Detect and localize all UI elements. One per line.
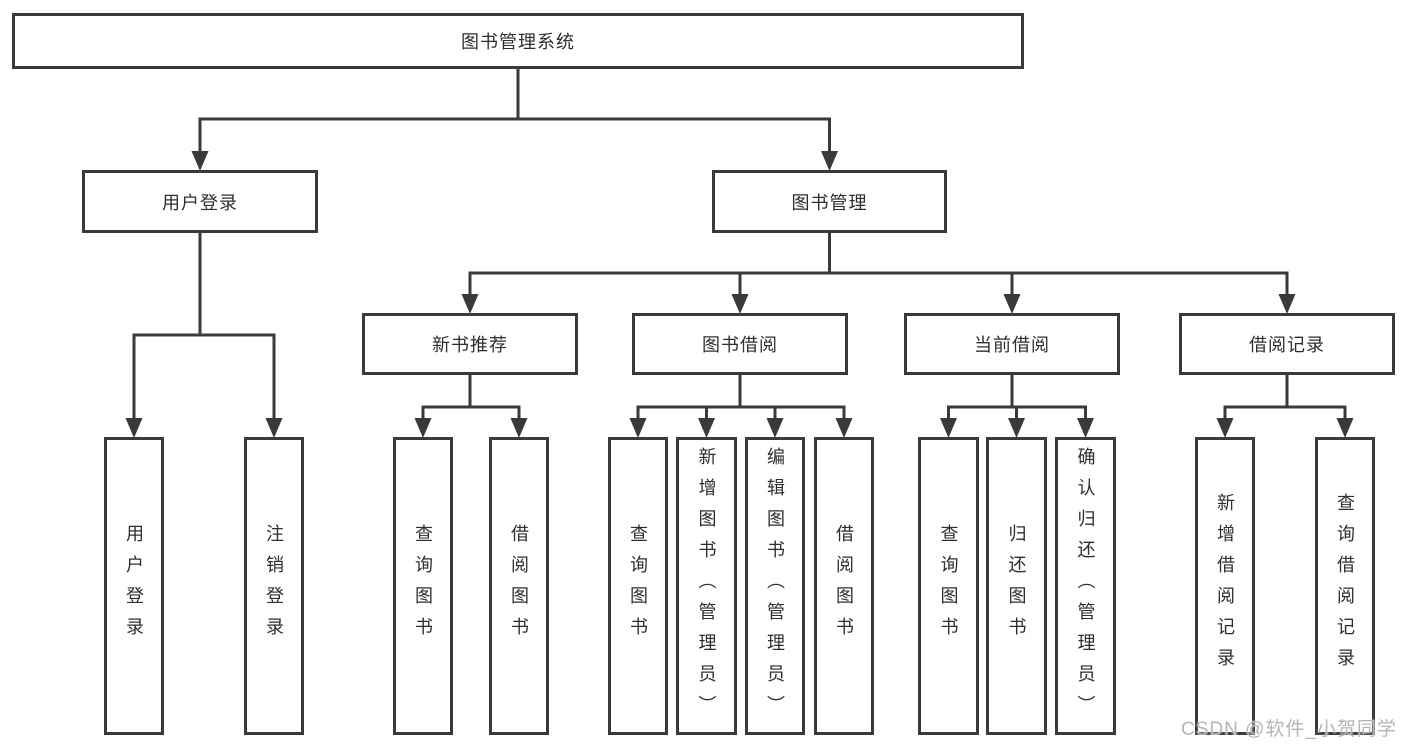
arrowhead-down-icon — [766, 418, 784, 438]
node-book-borrow: 图书借阅 — [632, 313, 848, 375]
node-label: 编辑图书（管理员） — [765, 446, 785, 726]
node-leaf-cb-return: 归还图书 — [986, 437, 1047, 735]
connector-book-mgmt — [461, 233, 1296, 314]
connector-current-borrow — [940, 375, 1094, 438]
node-label: 查询借阅记录 — [1335, 493, 1355, 679]
node-label: 新增借阅记录 — [1215, 493, 1235, 679]
node-leaf-br-query: 查询借阅记录 — [1315, 437, 1375, 735]
node-label: 用户登录 — [124, 524, 144, 648]
node-leaf-br-add: 新增借阅记录 — [1195, 437, 1255, 735]
node-label: 图书管理系统 — [461, 32, 575, 52]
arrowhead-down-icon — [265, 418, 283, 438]
arrowhead-down-icon — [414, 418, 432, 438]
arrowhead-down-icon — [821, 151, 838, 171]
node-label: 注销登录 — [264, 524, 284, 648]
watermark: CSDN @软件_小贺同学 — [1181, 719, 1397, 740]
node-new-book-rec: 新书推荐 — [362, 313, 578, 375]
node-label: 新增图书（管理员） — [696, 446, 717, 726]
connector-borrow-record — [1216, 375, 1354, 438]
arrowhead-down-icon — [835, 418, 853, 438]
node-label: 新书推荐 — [432, 335, 508, 355]
node-leaf-bb-add: 新增图书（管理员） — [676, 437, 737, 735]
node-leaf-bb-edit: 编辑图书（管理员） — [745, 437, 805, 735]
node-leaf-nr-query: 查询图书 — [393, 437, 453, 735]
node-label: 查询图书 — [938, 524, 959, 648]
arrowhead-down-icon — [125, 418, 143, 438]
arrowhead-down-icon — [940, 418, 957, 438]
arrowhead-down-icon — [1003, 294, 1021, 314]
arrowhead-down-icon — [1216, 418, 1234, 438]
arrowhead-down-icon — [461, 294, 479, 314]
arrowhead-down-icon — [629, 418, 647, 438]
node-current-borrow: 当前借阅 — [904, 313, 1120, 375]
node-leaf-ul-login: 用户登录 — [104, 437, 164, 735]
node-leaf-cb-query: 查询图书 — [918, 437, 979, 735]
node-label: 借阅记录 — [1249, 335, 1325, 355]
connector-user-login — [125, 233, 283, 438]
node-label: 用户登录 — [162, 192, 238, 213]
node-leaf-cb-confirm: 确认归还（管理员） — [1055, 437, 1116, 735]
arrowhead-down-icon — [1077, 418, 1094, 438]
node-label: 查询图书 — [413, 524, 433, 648]
arrowhead-down-icon — [1336, 418, 1354, 438]
node-label: 确认归还（管理员） — [1075, 446, 1096, 726]
node-root: 图书管理系统 — [12, 13, 1024, 69]
node-label: 归还图书 — [1006, 524, 1027, 648]
arrowhead-down-icon — [1008, 418, 1025, 438]
node-label: 当前借阅 — [974, 335, 1050, 355]
node-label: 借阅图书 — [509, 524, 529, 648]
node-leaf-ul-logout: 注销登录 — [244, 437, 304, 735]
connector-new-book-rec — [414, 375, 528, 438]
node-label: 图书借阅 — [702, 335, 778, 355]
node-leaf-nr-borrow: 借阅图书 — [489, 437, 549, 735]
node-borrow-record: 借阅记录 — [1179, 313, 1395, 375]
arrowhead-down-icon — [191, 151, 209, 171]
node-leaf-bb-borrow: 借阅图书 — [814, 437, 874, 735]
connector-book-borrow — [629, 375, 853, 438]
arrowhead-down-icon — [1278, 294, 1296, 314]
node-label: 图书管理 — [791, 192, 868, 213]
node-leaf-bb-query: 查询图书 — [608, 437, 668, 735]
arrowhead-down-icon — [731, 294, 749, 314]
arrowhead-down-icon — [510, 418, 528, 438]
arrowhead-down-icon — [698, 418, 715, 438]
node-book-mgmt: 图书管理 — [712, 170, 947, 233]
node-label: 查询图书 — [628, 524, 648, 648]
node-label: 借阅图书 — [834, 524, 854, 648]
connector-root — [191, 69, 838, 171]
node-user-login: 用户登录 — [82, 170, 318, 233]
